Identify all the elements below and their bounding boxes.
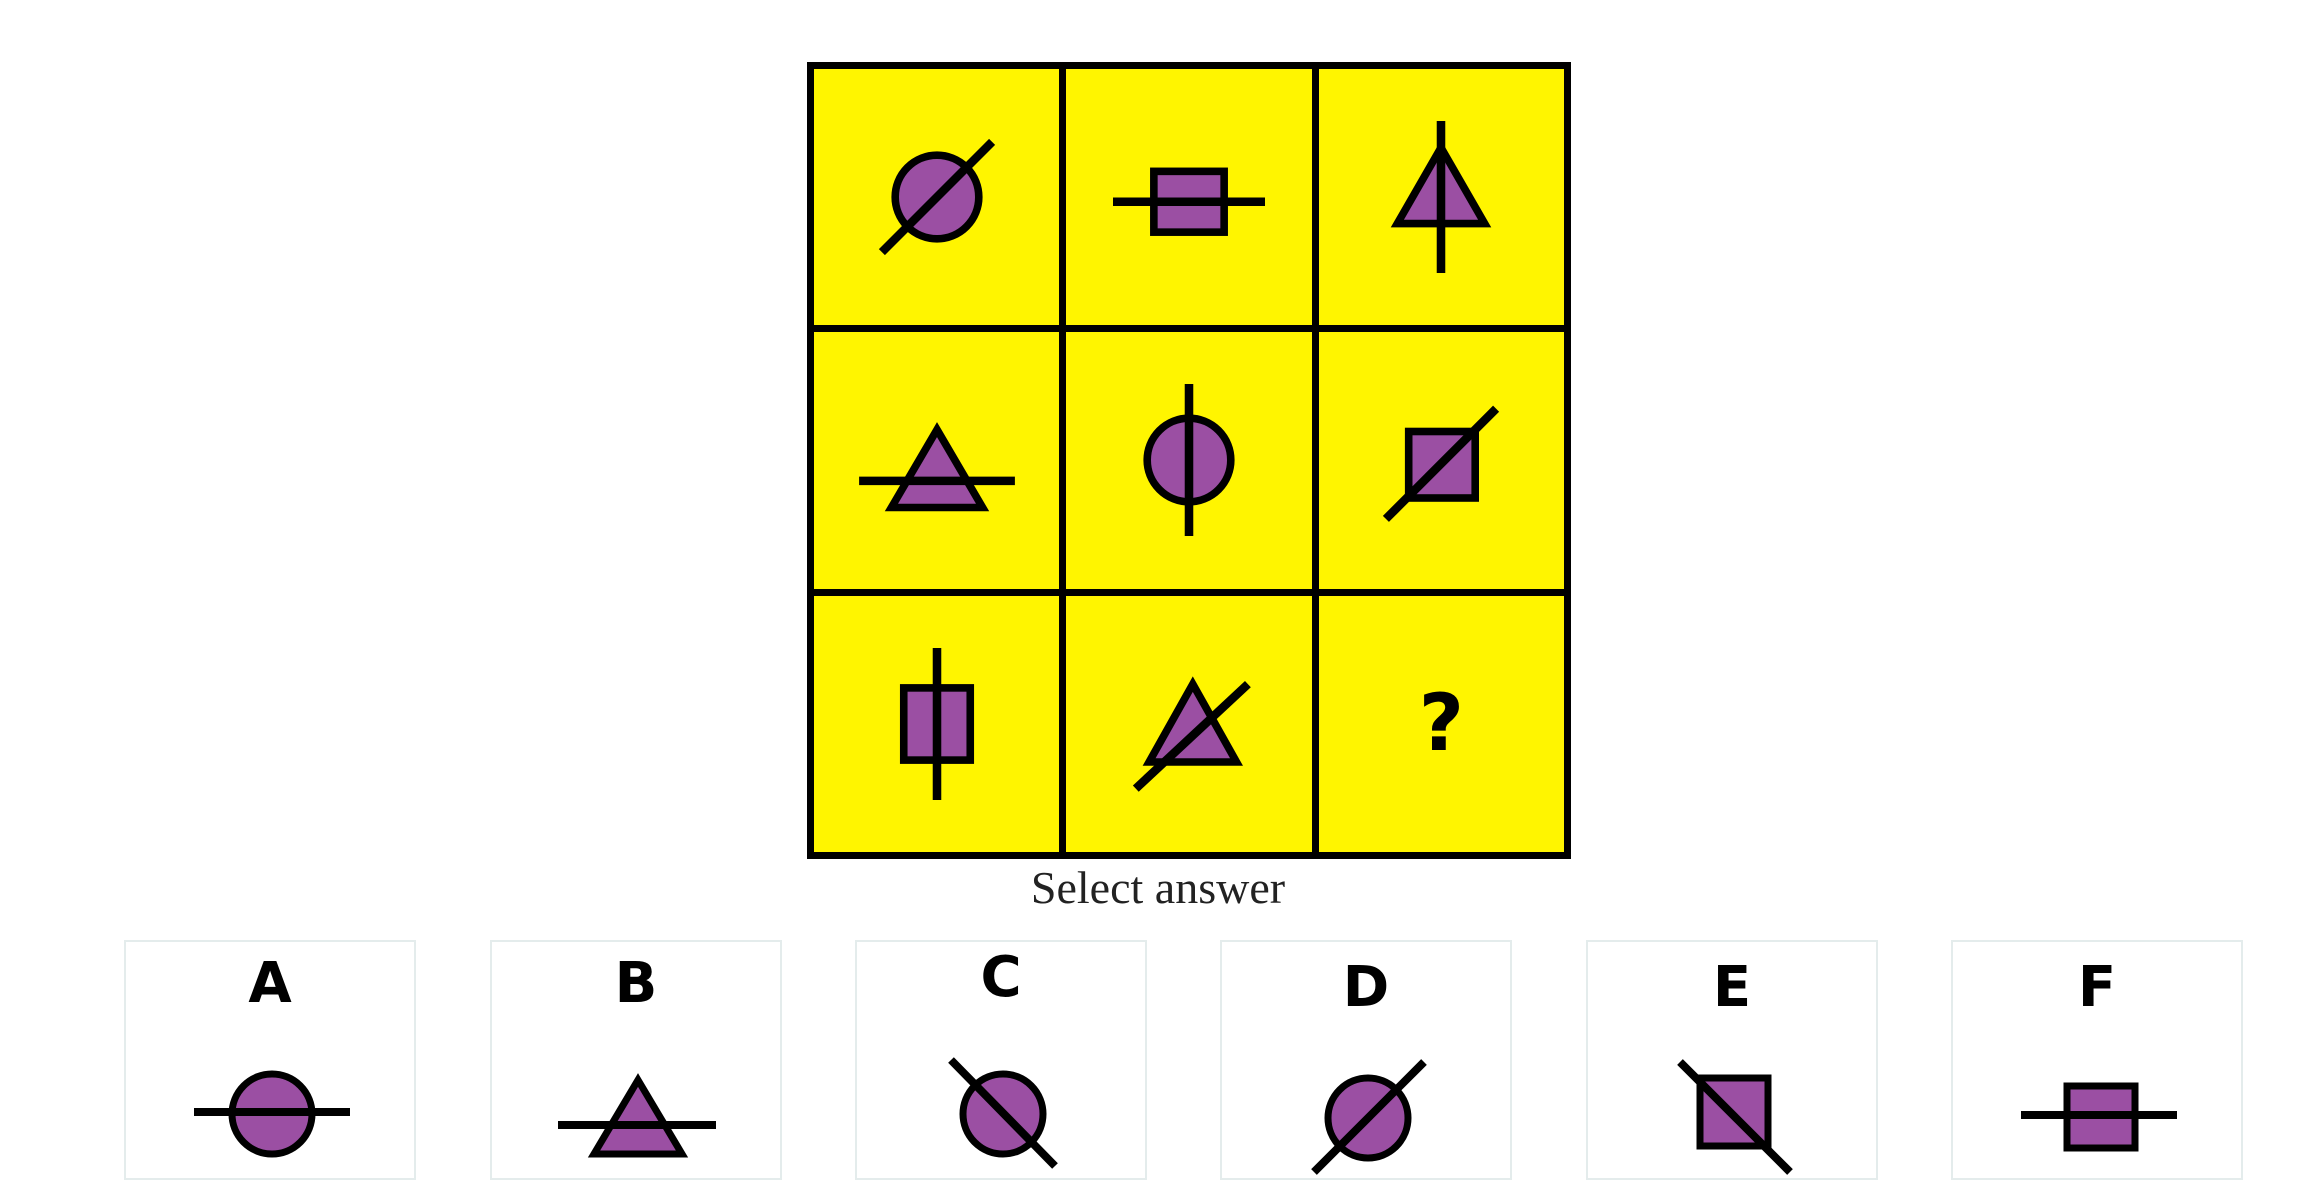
option-letter: B bbox=[614, 951, 658, 1016]
square-vertical-icon bbox=[899, 647, 974, 800]
square-diagonal-down-icon bbox=[1677, 1059, 1793, 1175]
puzzle-cell-7 bbox=[814, 595, 1060, 852]
circle-diagonal-up-icon bbox=[1311, 1059, 1427, 1175]
puzzle-cell-4 bbox=[814, 332, 1060, 589]
triangle-horizontal-icon bbox=[858, 422, 1015, 512]
triangle-diagonal-icon bbox=[1132, 676, 1251, 792]
answer-option-c[interactable]: C bbox=[855, 940, 1147, 1180]
square-horizontal-icon bbox=[2021, 1082, 2177, 1152]
option-letter: A bbox=[248, 951, 292, 1016]
puzzle-cell-6 bbox=[1318, 332, 1564, 589]
circle-diagonal-down-icon bbox=[948, 1057, 1058, 1169]
puzzle-cell-2 bbox=[1066, 69, 1312, 326]
select-answer-label: Select answer bbox=[1030, 862, 1286, 913]
triangle-vertical-icon bbox=[1391, 121, 1492, 274]
circle-diagonal-icon bbox=[878, 139, 995, 256]
answer-option-b[interactable]: B bbox=[490, 940, 782, 1180]
option-letter: C bbox=[980, 945, 1022, 1010]
answer-option-f[interactable]: F bbox=[1951, 940, 2243, 1180]
circle-vertical-icon bbox=[1143, 384, 1235, 537]
option-letter: D bbox=[1342, 955, 1390, 1020]
triangle-horizontal-icon bbox=[558, 1073, 716, 1158]
answer-option-a[interactable]: A bbox=[124, 940, 416, 1180]
puzzle-cell-3 bbox=[1318, 69, 1564, 326]
option-letter: E bbox=[1712, 955, 1752, 1020]
puzzle-cell-8 bbox=[1066, 595, 1312, 852]
puzzle-cell-1 bbox=[814, 69, 1060, 326]
answer-option-d[interactable]: D bbox=[1220, 940, 1512, 1180]
answer-option-e[interactable]: E bbox=[1586, 940, 1878, 1180]
circle-horizontal-icon bbox=[194, 1070, 350, 1158]
question-mark: ? bbox=[1418, 678, 1464, 769]
square-diagonal-icon bbox=[1383, 406, 1500, 523]
puzzle-grid: ? bbox=[807, 62, 1571, 859]
puzzle-cell-missing: ? bbox=[1318, 595, 1564, 852]
option-letter: F bbox=[2077, 955, 2117, 1020]
puzzle-cell-5 bbox=[1066, 332, 1312, 589]
square-horizontal-icon bbox=[1112, 167, 1265, 237]
